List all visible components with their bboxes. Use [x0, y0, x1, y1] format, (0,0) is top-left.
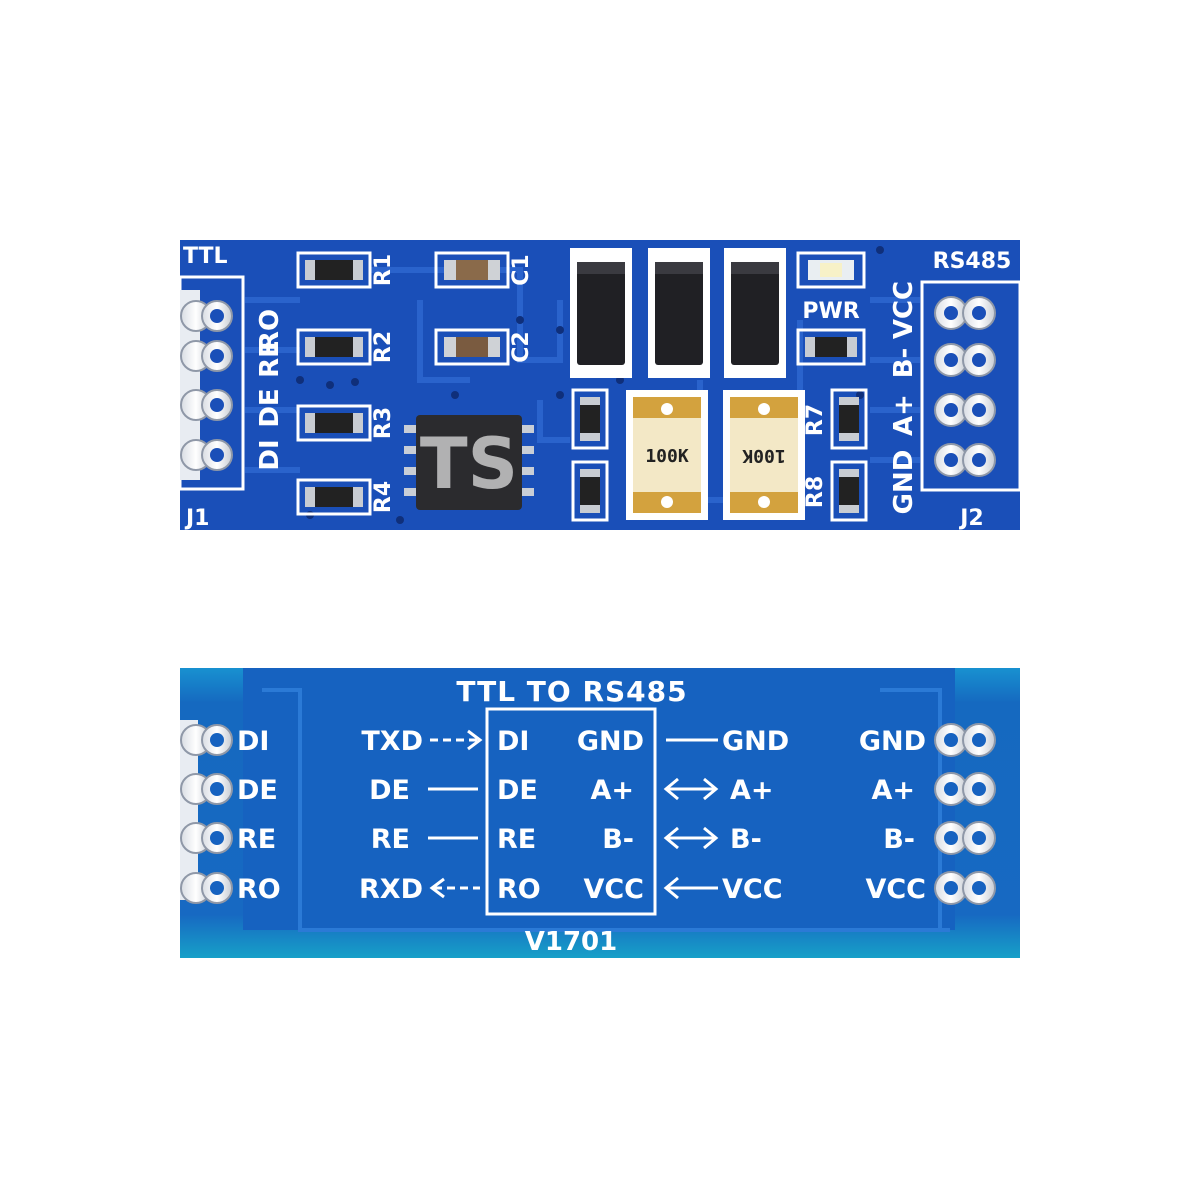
back-right-pin-b: B- [883, 824, 915, 855]
tvs-diode-1 [570, 248, 632, 378]
small-resistor-left-top [571, 388, 609, 450]
resistor-r4 [296, 478, 372, 516]
label-r1: R1 [371, 254, 396, 286]
chip-pin-ro: RO [497, 874, 541, 905]
arrow-a-heads [663, 777, 719, 801]
arrow-rxd-head [429, 877, 445, 899]
chip-pin-b: B- [602, 824, 634, 855]
mcu-label-txd: TXD [361, 726, 423, 757]
j2-pin-vcc: VCC [889, 281, 919, 339]
label-r4: R4 [371, 481, 396, 513]
back-left-pin-di: DI [237, 726, 269, 757]
back-left-pin-re: RE [237, 824, 276, 855]
resistors-left [296, 251, 372, 516]
back-left-header [180, 720, 233, 904]
left-signal-arrows [428, 729, 483, 899]
pwr-label: PWR [802, 299, 859, 324]
version-label: V1701 [525, 927, 618, 957]
arrow-b-heads [663, 826, 719, 850]
j1-label: J1 [184, 506, 210, 531]
resistor-r2 [296, 328, 372, 366]
label-c2: C2 [509, 331, 534, 362]
chip-pin-de: DE [497, 775, 538, 806]
back-copper-area [243, 668, 955, 930]
back-right-pin-gnd: GND [859, 726, 926, 757]
label-r2: R2 [371, 331, 396, 363]
back-left-pin-ro: RO [237, 874, 281, 905]
label-c1: C1 [509, 254, 534, 285]
bus-label-vcc: VCC [722, 874, 783, 905]
j2-label: J2 [958, 506, 984, 531]
label-r8: R8 [803, 476, 828, 508]
back-left-pin-de: DE [237, 775, 278, 806]
mcu-label-rxd: RXD [359, 874, 423, 905]
front-board: TTL J1 RO RE DE DI [178, 240, 1022, 531]
bus-label-gnd: GND [722, 726, 789, 757]
bus-label-b: B- [730, 824, 762, 855]
back-title: TTL TO RS485 [456, 675, 687, 708]
label-r7: R7 [803, 404, 828, 436]
j1-pin-re: RE [255, 340, 285, 378]
mcu-label-re: RE [371, 824, 410, 855]
bus-label-a: A+ [730, 775, 774, 806]
fuse-left [626, 390, 708, 520]
chip-pin-gnd: GND [577, 726, 644, 757]
j2-header [934, 296, 996, 477]
transceiver-chip [404, 415, 534, 510]
small-resistor-left-bottom [571, 460, 609, 522]
back-right-pin-a: A+ [871, 775, 915, 806]
arrow-vcc-head [663, 876, 679, 900]
j1-pin-ro: RO [255, 309, 285, 351]
resistor-r8 [830, 460, 868, 522]
rs485-label: RS485 [933, 249, 1012, 274]
back-board: TTL TO RS485 DI DE RE RO TXD DE RE RXD [180, 668, 1020, 958]
resistor-r7 [830, 388, 868, 450]
j2-pin-b: B- [889, 348, 919, 379]
fuse-right [723, 390, 805, 520]
back-right-pin-vcc: VCC [865, 874, 926, 905]
tvs-diode-2 [648, 248, 710, 378]
resistor-pwr [796, 328, 866, 366]
bus-arrows [663, 738, 719, 900]
fuse-right-label: 100K [742, 445, 786, 466]
j2-pin-a: A+ [889, 394, 919, 436]
back-right-header [934, 723, 996, 905]
chip-pin-re: RE [497, 824, 536, 855]
capacitor-c1 [434, 251, 510, 289]
fuse-left-label: 100K [645, 446, 689, 467]
j2-outline [920, 280, 1022, 492]
tvs-diode-3 [724, 248, 786, 378]
resistor-r3 [296, 404, 372, 442]
chip-pin-vcc: VCC [583, 874, 644, 905]
arrow-txd-head [467, 729, 483, 751]
j2-pin-gnd: GND [889, 450, 919, 515]
tvs-diodes [570, 248, 786, 378]
label-r3: R3 [371, 407, 396, 439]
j1-pin-di: DI [255, 439, 285, 470]
chip-watermark: TS [420, 423, 518, 505]
capacitor-c2 [434, 328, 510, 366]
mcu-label-de: DE [369, 775, 410, 806]
chip-pin-a: A+ [590, 775, 634, 806]
j1-header [180, 290, 233, 480]
pwr-led [796, 251, 866, 289]
j1-pin-de: DE [255, 388, 285, 427]
resistor-r1 [296, 251, 372, 289]
ttl-label: TTL [183, 244, 228, 269]
chip-pin-di: DI [497, 726, 529, 757]
transceiver-box [485, 707, 657, 916]
